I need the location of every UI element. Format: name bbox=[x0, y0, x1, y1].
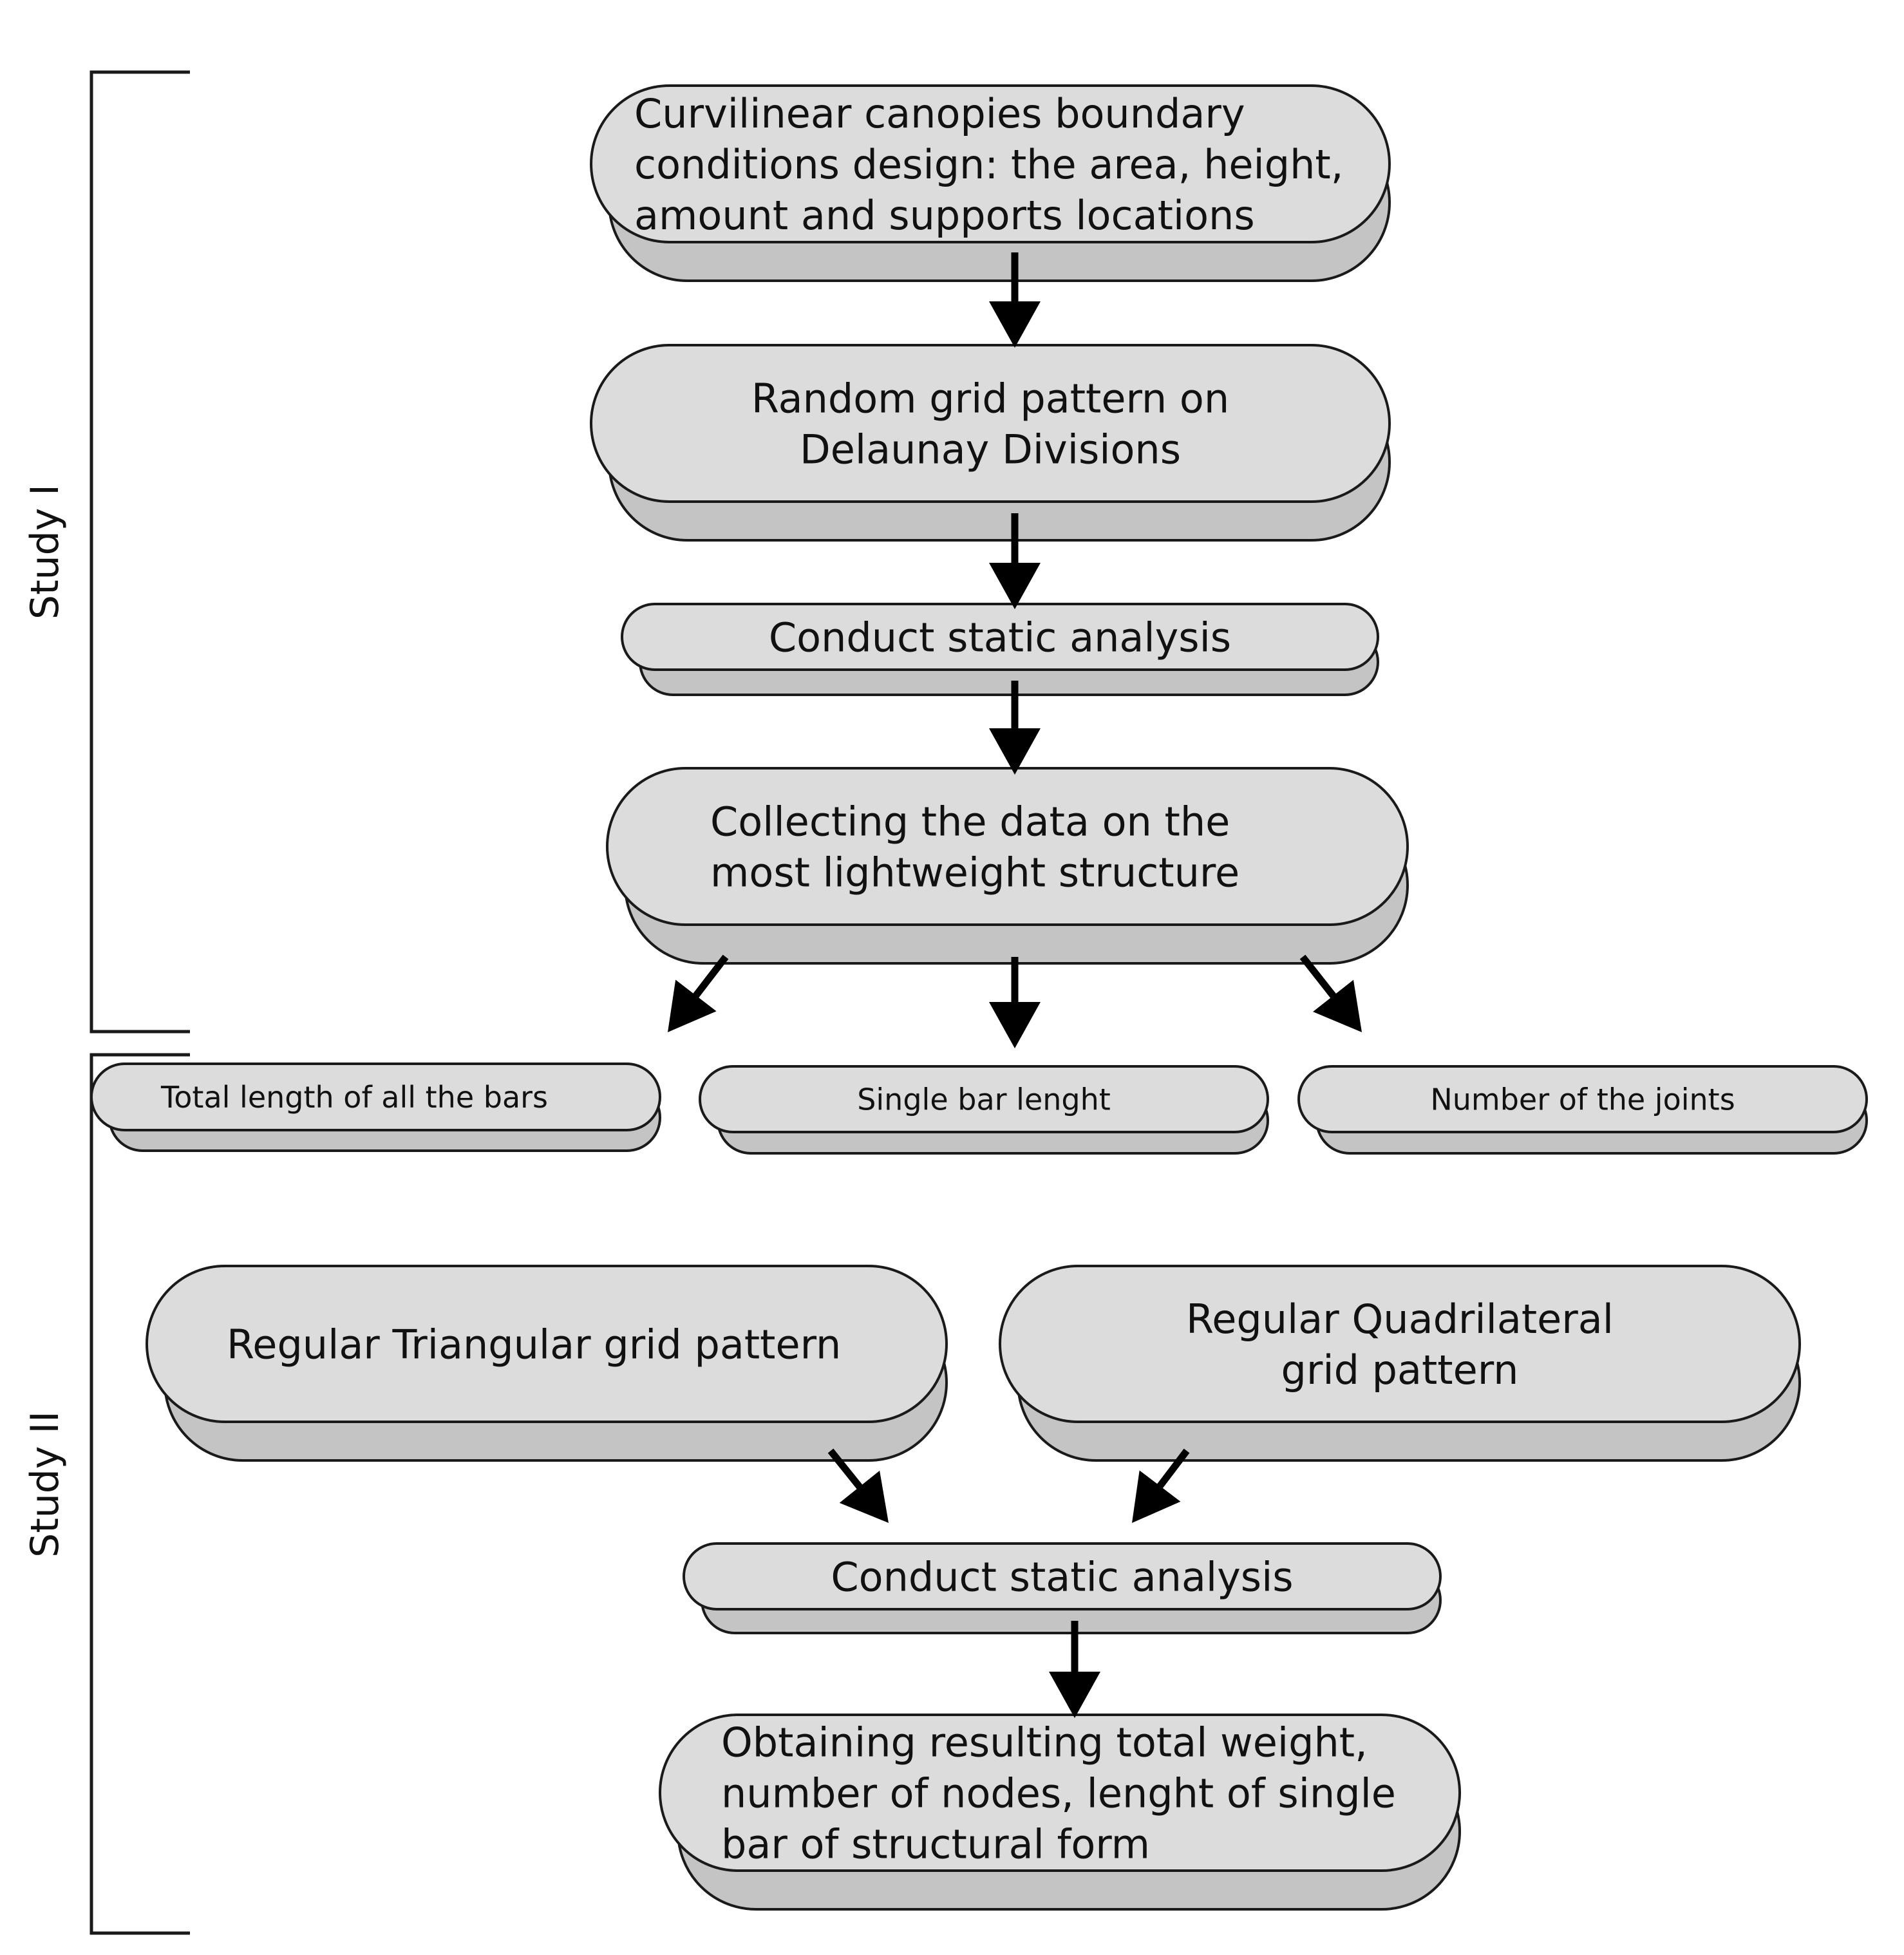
box-text-line: Obtaining resulting total weight, bbox=[721, 1719, 1368, 1766]
flow-arrow bbox=[1132, 1448, 1190, 1523]
box-text-line: Delaunay Divisions bbox=[800, 426, 1181, 473]
box-text-line: Random grid pattern on bbox=[751, 375, 1229, 422]
box-text-line: Curvilinear canopies boundary bbox=[634, 90, 1245, 137]
box-text-line: Conduct static analysis bbox=[769, 614, 1231, 661]
box-top-face bbox=[621, 603, 1379, 671]
flow-arrow bbox=[989, 252, 1041, 348]
box-top-face bbox=[146, 1265, 948, 1423]
box-text-line: amount and supports locations bbox=[634, 192, 1255, 239]
node-results: Obtaining resulting total weight,number … bbox=[659, 1714, 1461, 1911]
node-joints: Number of the joints bbox=[1297, 1065, 1868, 1155]
study-1-label: Study I bbox=[23, 484, 68, 619]
process-boxes: Curvilinear canopies boundaryconditions … bbox=[90, 84, 1868, 1911]
box-text-line: Regular Triangular grid pattern bbox=[227, 1321, 841, 1368]
box-text-line: Total length of all the bars bbox=[160, 1080, 548, 1115]
box-text-line: Conduct static analysis bbox=[831, 1553, 1293, 1600]
flow-arrow bbox=[1049, 1621, 1100, 1718]
flow-arrow bbox=[989, 957, 1041, 1048]
flow-arrow bbox=[989, 681, 1041, 775]
study-2-bracket bbox=[90, 1053, 190, 1935]
box-top-face bbox=[606, 767, 1409, 926]
flow-arrow bbox=[989, 513, 1041, 609]
flow-arrow bbox=[827, 1448, 889, 1523]
box-text-line: conditions design: the area, height, bbox=[634, 141, 1343, 188]
box-text-line: most lightweight structure bbox=[710, 849, 1239, 896]
flow-arrow bbox=[668, 954, 729, 1032]
node-static-analysis-2: Conduct static analysis bbox=[683, 1542, 1442, 1634]
box-text-line: Collecting the data on the bbox=[710, 798, 1230, 845]
box-top-face bbox=[999, 1265, 1801, 1423]
box-text-line: Single bar lenght bbox=[857, 1082, 1111, 1117]
node-total-length: Total length of all the bars bbox=[90, 1062, 661, 1152]
node-single-bar: Single bar lenght bbox=[699, 1065, 1269, 1155]
study-2-label: Study II bbox=[23, 1411, 68, 1558]
box-text-line: bar of structural form bbox=[721, 1820, 1150, 1867]
box-top-face bbox=[699, 1065, 1269, 1133]
box-top-face bbox=[683, 1542, 1442, 1610]
box-top-face bbox=[1297, 1065, 1868, 1133]
box-top-face bbox=[659, 1714, 1461, 1872]
box-text-line: Regular Quadrilateral bbox=[1186, 1296, 1614, 1343]
box-top-face bbox=[90, 1062, 661, 1131]
box-text-line: number of nodes, lenght of single bbox=[721, 1770, 1396, 1817]
box-text-line: Number of the joints bbox=[1430, 1082, 1735, 1117]
box-top-face bbox=[590, 344, 1391, 503]
box-top-face bbox=[590, 84, 1391, 243]
node-boundary-conditions: Curvilinear canopies boundaryconditions … bbox=[590, 84, 1391, 282]
node-triangular-grid: Regular Triangular grid pattern bbox=[146, 1265, 948, 1462]
flow-arrows bbox=[668, 252, 1362, 1718]
study-1-bracket bbox=[90, 70, 190, 1034]
flow-arrow bbox=[1299, 954, 1362, 1032]
box-text-line: grid pattern bbox=[1281, 1346, 1519, 1393]
node-static-analysis-1: Conduct static analysis bbox=[621, 603, 1379, 696]
